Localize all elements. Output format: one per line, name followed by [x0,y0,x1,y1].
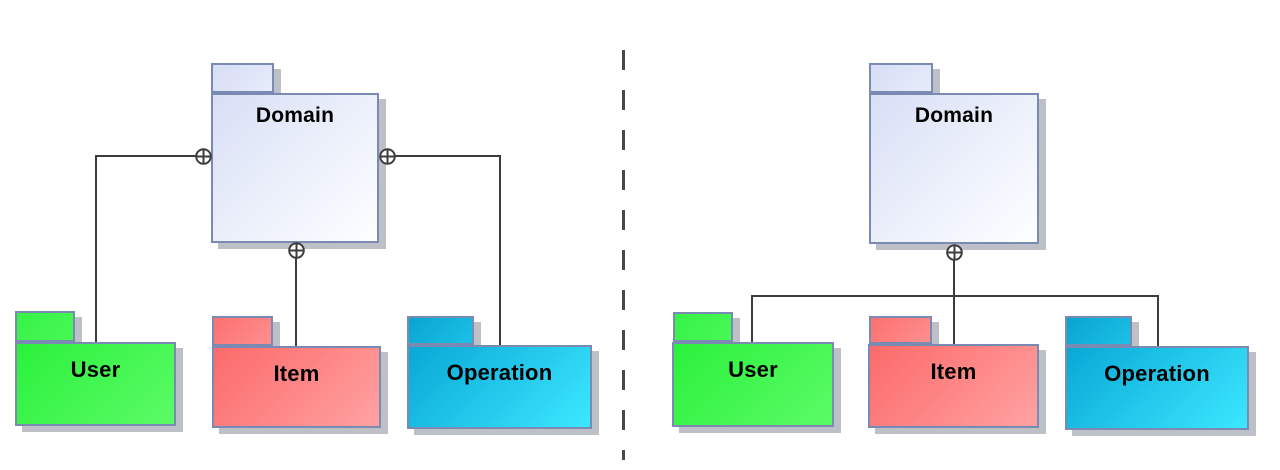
package-label: User [728,357,778,382]
package-tab [869,63,933,93]
package-tab [211,63,274,93]
containment-anchor-icon [195,148,212,165]
package-operation: Operation [407,345,592,429]
package-item: Item [212,346,381,428]
connector-line [95,155,203,157]
connector-line [387,155,500,157]
package-tab [212,316,273,346]
package-label: Domain [914,104,994,127]
package-tab [407,316,474,345]
connector-line [751,295,1159,297]
package-tab [673,312,733,342]
package-label: Operation [1104,361,1210,386]
connector-line [953,252,955,344]
connector-line [751,295,753,342]
containment-anchor-icon [946,244,963,261]
package-operation: Operation [1065,346,1249,430]
containment-anchor-icon [379,148,396,165]
package-label: Domain [255,104,335,127]
connector-line [95,155,97,342]
connector-line [295,250,297,346]
containment-anchor-icon [288,242,305,259]
package-tab [869,316,932,344]
divider-dashed-line [622,50,625,460]
package-label: Item [273,361,320,386]
package-item: Item [868,344,1039,428]
package-user: User [672,342,834,427]
package-label: Item [930,359,977,384]
package-tab [15,311,75,342]
connector-line [1157,295,1159,346]
package-label: User [70,357,121,382]
connector-line [499,155,501,345]
package-label: Operation [446,360,553,385]
package-domain: Domain [869,93,1039,244]
package-user: User [15,342,176,426]
package-domain: Domain [211,93,379,243]
package-tab [1065,316,1132,346]
